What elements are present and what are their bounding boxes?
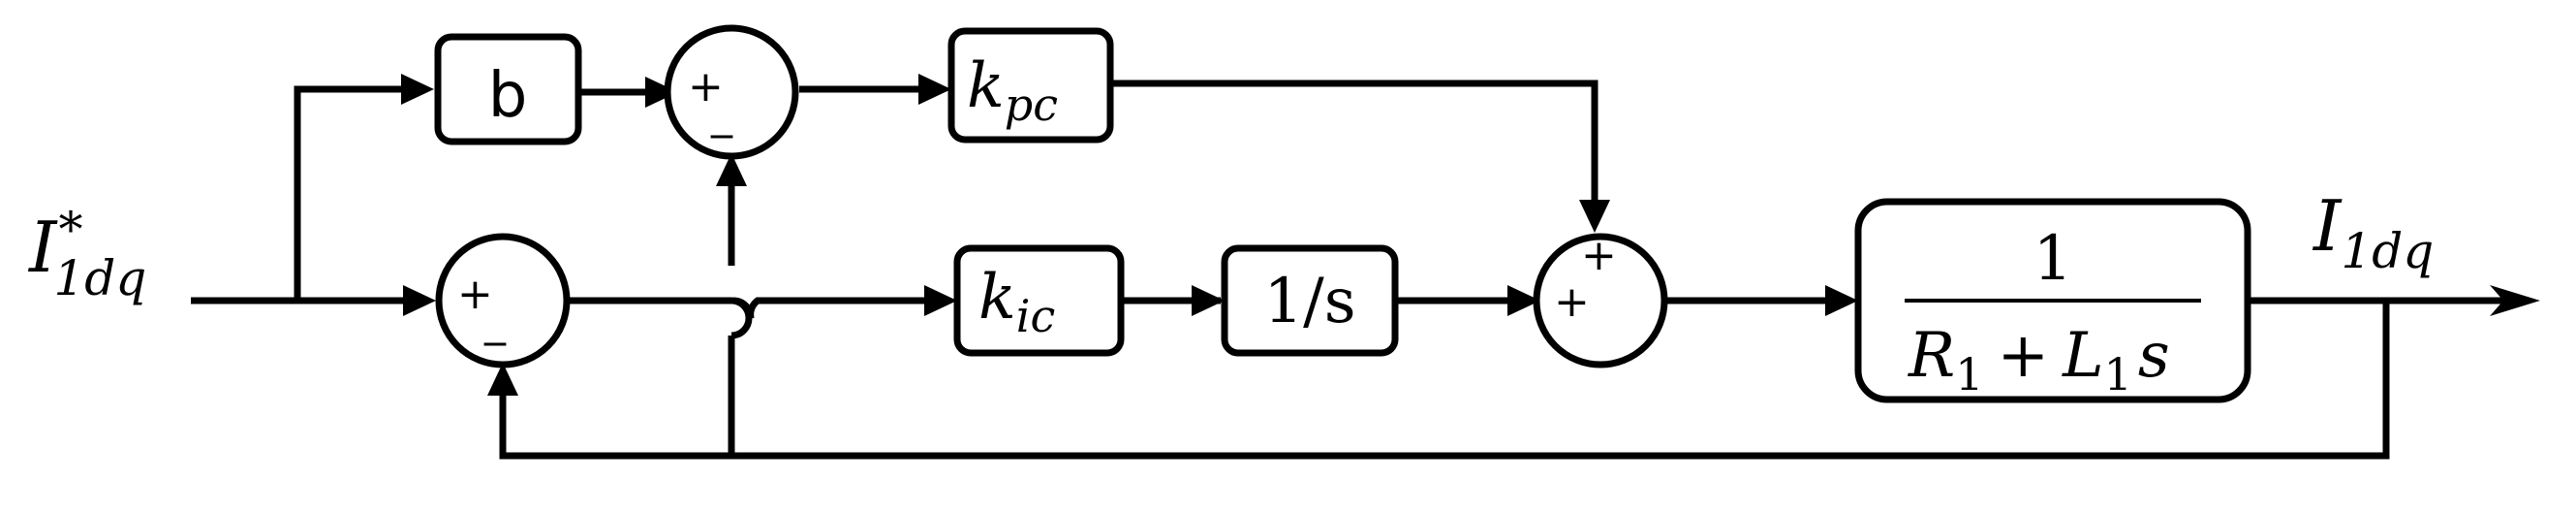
arrow-into-sum-top-feedback [716,153,747,186]
block-kic-sub: ic [1016,290,1055,342]
svg-text:I*1dq: I*1dq [27,202,146,306]
sum-junction-bottom: + _ [435,233,571,368]
sum-right-sign-b: + [1581,231,1617,280]
block-plant: 1 R1+L1s [1854,198,2251,403]
arrow-into-sum-bottom-feedback [487,363,518,396]
sum-bottom-sign-a: + [457,270,493,319]
wire-hop-continue [732,297,928,319]
output-label-sub: 1dq [2341,223,2434,279]
plant-denominator: R1+L1s [1908,320,2170,400]
block-kpc: kpc [947,27,1114,144]
block-kic-main: k [978,262,1016,334]
input-label-sub: 1dq [53,250,146,306]
arrow-into-integrator [1192,285,1225,316]
arrow-into-sum-right-top [1579,200,1610,233]
sum-top-sign-b: _ [710,89,733,139]
wire-feedback [499,301,2390,460]
sum-junction-top: + _ [664,24,799,160]
output-signal-label: I1dq [2312,185,2434,279]
output-label-main: I [2312,185,2343,267]
block-kpc-sub: pc [1005,79,1058,131]
block-integrator: 1/s [1221,244,1399,357]
input-signal-label: I*1dq [27,202,146,306]
block-kic: kic [953,244,1125,357]
sum-top-sign-a: + [688,62,724,112]
input-label-sup: * [58,202,82,258]
wire-sum-bottom-to-kic [568,297,753,339]
arrow-into-sum-right-left [1507,285,1540,316]
arrow-into-kic [924,285,957,316]
arrow-into-sum-bottom [403,285,436,316]
svg-text:kic: kic [978,262,1055,342]
arrow-into-b [401,74,434,105]
wire-kpc-to-sum-right [1110,80,1598,211]
sum-bottom-sign-b: _ [483,297,507,346]
input-label-main: I [27,207,58,288]
svg-text:I1dq: I1dq [2312,185,2434,279]
svg-text:kpc: kpc [967,50,1058,131]
arrow-into-plant [1825,285,1858,316]
wire-branch-to-b [294,85,405,301]
block-b: b [434,33,582,145]
sum-junction-right: + + [1533,231,1668,368]
arrowheads [401,74,2540,396]
block-b-label: b [488,60,528,132]
block-integrator-label: 1/s [1263,266,1355,337]
arrow-into-sum-top [645,77,678,108]
arrow-into-kpc [918,74,951,105]
plant-numerator: 1 [2033,223,2073,295]
arrow-output [2490,285,2540,316]
sum-right-sign-a: + [1554,277,1590,327]
block-kpc-main: k [967,50,1005,122]
